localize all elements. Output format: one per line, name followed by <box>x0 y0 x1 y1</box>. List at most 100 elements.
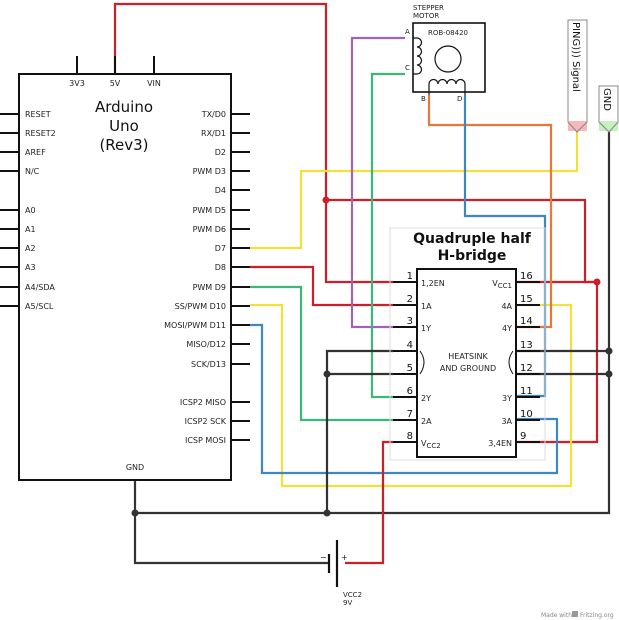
wire-d9[interactable] <box>250 285 393 422</box>
h-bridge-pin-label: 1A <box>421 302 432 311</box>
arduino-left-pin-label: A5/SCL <box>25 302 54 311</box>
stepper-pin-d: D <box>457 95 462 103</box>
arduino-left-pin-label: A4/SDA <box>25 283 55 292</box>
arduino-right-pin-label: D7 <box>215 244 226 253</box>
h-bridge-pin-label: 1,2EN <box>421 279 445 288</box>
connector-tip-outline <box>598 121 619 133</box>
h-bridge-pin-number: 6 <box>407 386 413 397</box>
battery-plus: + <box>341 553 348 562</box>
h-bridge-pin-number: 15 <box>520 294 533 305</box>
wire-stepper-c[interactable] <box>370 72 405 399</box>
connector-tip <box>599 121 618 131</box>
junctions <box>131 196 613 517</box>
junction-dot <box>323 509 331 517</box>
h-bridge-pin-label: VCC2 <box>421 439 441 450</box>
arduino-right-pin-label: RX/D1 <box>201 129 226 138</box>
ping-signal-connector[interactable]: PING))) Signal <box>567 19 588 133</box>
rotor-icon <box>434 45 462 73</box>
battery-9v[interactable]: − + VCC2 9V <box>320 540 362 607</box>
wire-d7[interactable] <box>250 132 579 250</box>
arduino-left-pin-label: A3 <box>25 263 36 272</box>
h-bridge[interactable]: Quadruple half H-bridge 11,2EN21A31Y4562… <box>389 227 546 461</box>
h-bridge-pin-label: 4Y <box>502 324 512 333</box>
wire-vcc-1-2en[interactable] <box>324 200 393 284</box>
wire-gnd-pin4[interactable] <box>325 349 393 513</box>
h-bridge-pin-number: 7 <box>407 409 413 420</box>
stepper-motor[interactable]: STEPPER MOTOR ROB-08420 A C B D <box>405 4 486 103</box>
arduino-left-pin-label: A1 <box>25 225 36 234</box>
wire-d11[interactable] <box>250 323 559 475</box>
wire-vcc2[interactable] <box>345 440 393 565</box>
arduino-title-line3: (Rev3) <box>99 136 148 154</box>
h-bridge-pin-number: 9 <box>520 431 526 442</box>
h-bridge-pin-label: 2A <box>421 417 432 426</box>
stepper-pin-c: C <box>405 64 410 72</box>
junction-dot <box>593 278 601 286</box>
stepper-title-line2: MOTOR <box>413 12 439 20</box>
stepper-pin-b: B <box>421 95 426 103</box>
arduino-right-pin-label: TX/D0 <box>201 110 226 119</box>
wire-gnd-main[interactable] <box>133 130 611 515</box>
footer-made-with: Made with <box>541 612 572 619</box>
coil-icon <box>413 37 423 75</box>
heatsink-label-line2: AND GROUND <box>440 364 496 373</box>
battery-label-line1: VCC2 <box>343 591 362 599</box>
ping-gnd-connector[interactable]: GND <box>598 85 619 133</box>
connector-tip <box>568 121 587 131</box>
arduino-right-pin-label: SS/PWM D10 <box>175 302 226 311</box>
coil-icon <box>428 78 466 95</box>
h-bridge-title-line1: Quadruple half <box>413 231 532 247</box>
h-bridge-pin-label: 2Y <box>421 394 431 403</box>
fritzing-logo-icon <box>572 611 578 617</box>
ping-gnd-label: GND <box>601 88 612 111</box>
stepper-pin-a: A <box>405 28 410 36</box>
h-bridge-pin-label: VCC1 <box>492 279 512 290</box>
arduino-left-pin-label: A2 <box>25 244 36 253</box>
arduino-right-pin-label: D8 <box>215 263 226 272</box>
connector-tip-outline <box>567 121 588 133</box>
h-bridge-pin-label: 3Y <box>502 394 512 403</box>
stepper-title-line1: STEPPER <box>413 4 444 12</box>
h-bridge-pin-number: 4 <box>407 340 413 351</box>
battery-minus: − <box>320 553 327 562</box>
h-bridge-pin-number: 12 <box>520 363 533 374</box>
footer-brand[interactable]: Fritzing.org <box>580 612 614 619</box>
arduino-left-pin-label: RESET <box>25 110 51 119</box>
pin-label-gnd: GND <box>126 463 144 472</box>
pin-label-3v3: 3V3 <box>69 79 85 88</box>
wire-d10[interactable] <box>250 303 573 488</box>
arduino-left-pin-label: RESET2 <box>25 129 56 138</box>
arduino-right-pin-label: MOSI/PWM D11 <box>164 321 226 330</box>
wire-stepper-a[interactable] <box>350 36 405 329</box>
h-bridge-pin-number: 8 <box>407 431 413 442</box>
stepper-part-number: ROB-08420 <box>428 29 468 37</box>
ping-signal-label: PING))) Signal <box>570 22 581 92</box>
h-bridge-title-line2: H-bridge <box>438 248 507 264</box>
junction-dot <box>131 509 139 517</box>
pin-label-5v: 5V <box>110 79 121 88</box>
arduino-uno[interactable]: 3V3 5V VIN Arduino Uno (Rev3) RESETRESET… <box>0 56 250 481</box>
h-bridge-pin-label: 3A <box>501 417 512 426</box>
arduino-right-pin-label: PWM D5 <box>193 206 226 215</box>
arduino-right-pin-label: ICSP2 SCK <box>185 417 227 426</box>
h-bridge-frame <box>389 227 546 461</box>
h-bridge-pin-number: 11 <box>520 386 533 397</box>
brace-right-icon <box>508 350 514 375</box>
h-bridge-pin-number: 10 <box>520 409 533 420</box>
h-bridge-pin-number: 16 <box>520 271 533 282</box>
arduino-right-pin-label: SCK/D13 <box>191 360 226 369</box>
junction-dot <box>605 370 613 378</box>
arduino-right-pin-label: MISO/D12 <box>186 340 226 349</box>
arduino-left-pin-label: A0 <box>25 206 36 215</box>
arduino-title-line1: Arduino <box>95 98 153 116</box>
wire-gnd-battery[interactable] <box>133 513 329 565</box>
h-bridge-pin-number: 14 <box>520 316 533 327</box>
brace-left-icon <box>419 350 425 375</box>
arduino-title-line2: Uno <box>109 117 139 135</box>
h-bridge-pin-number: 2 <box>407 294 413 305</box>
h-bridge-pin-number: 3 <box>407 316 413 327</box>
arduino-right-pin-label: ICSP MOSI <box>185 436 226 445</box>
fritzing-footer: Made with Fritzing.org <box>541 611 614 619</box>
h-bridge-pin-label: 3,4EN <box>488 439 512 448</box>
